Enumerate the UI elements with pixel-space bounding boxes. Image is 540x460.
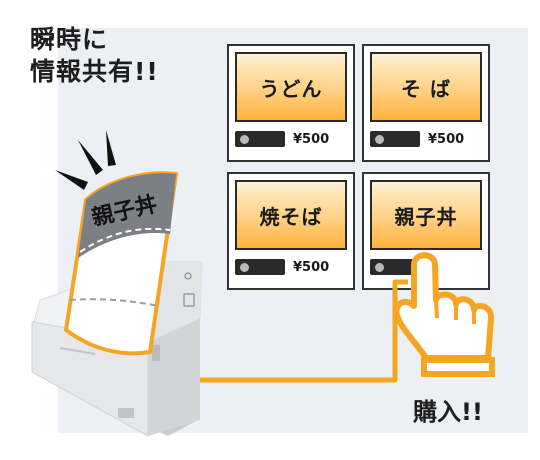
menu-button-label: 焼そば — [235, 180, 347, 250]
price-bar — [370, 258, 482, 278]
menu-button-yakisoba[interactable]: 焼そば ¥500 — [227, 172, 355, 290]
price-bar: ¥500 — [370, 130, 482, 150]
indicator-slot — [235, 259, 285, 275]
menu-button-udon[interactable]: うどん ¥500 — [227, 44, 355, 162]
indicator-lamp-icon — [375, 263, 384, 272]
menu-price: ¥500 — [428, 132, 465, 147]
menu-button-soba[interactable]: そ ば ¥500 — [362, 44, 490, 162]
menu-button-label: そ ば — [370, 52, 482, 122]
headline-line-1: 瞬時に — [30, 25, 109, 54]
indicator-lamp-icon — [375, 135, 384, 144]
headline-line-2: 情報共有!! — [30, 57, 159, 86]
menu-button-label: 親子丼 — [370, 180, 482, 250]
menu-price: ¥500 — [293, 260, 330, 275]
indicator-slot — [235, 131, 285, 147]
burst-lines-icon — [55, 130, 116, 190]
hand-pointer-icon — [393, 252, 495, 377]
indicator-slot — [370, 131, 420, 147]
menu-price: ¥500 — [293, 132, 330, 147]
indicator-slot — [370, 259, 420, 275]
headline: 瞬時に 情報共有!! — [30, 24, 159, 88]
price-bar: ¥500 — [235, 258, 347, 278]
menu-button-label: うどん — [235, 52, 347, 122]
indicator-lamp-icon — [240, 135, 249, 144]
purchase-label: 購入!! — [413, 398, 483, 426]
price-bar: ¥500 — [235, 130, 347, 150]
ticket-icon: 親子丼 — [64, 171, 178, 356]
connector-line — [188, 279, 408, 383]
indicator-lamp-icon — [240, 263, 249, 272]
